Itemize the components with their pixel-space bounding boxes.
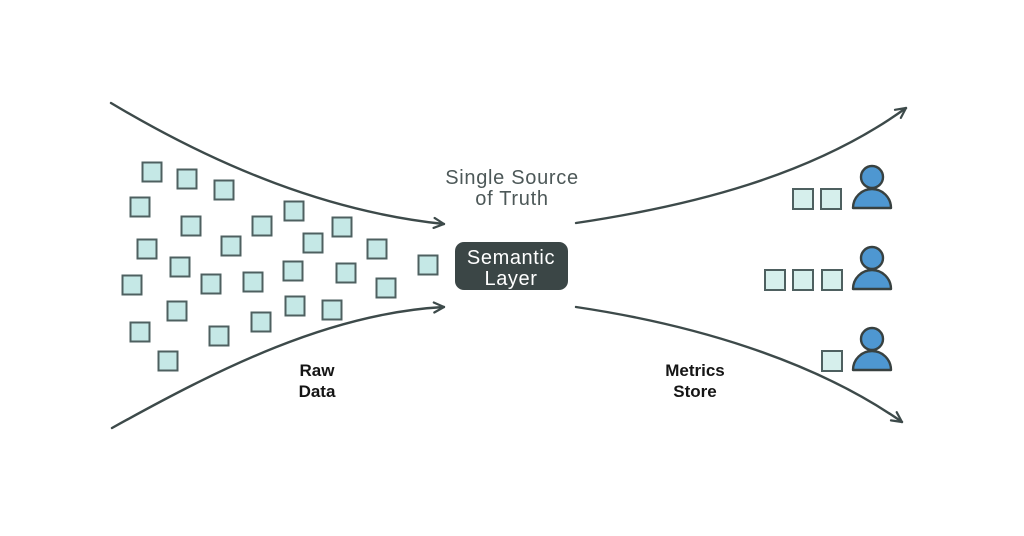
raw-data-label-line1: Raw bbox=[300, 361, 336, 380]
semantic-layer-label-line1: Semantic bbox=[467, 247, 555, 269]
metric-square bbox=[820, 188, 842, 210]
raw-data-square bbox=[176, 168, 198, 190]
consumer-row-3 bbox=[821, 326, 893, 372]
raw-data-square bbox=[208, 325, 230, 347]
metrics-store-label-line2: Store bbox=[673, 382, 716, 401]
person-icon-body bbox=[851, 349, 893, 372]
title-line1: Single Source bbox=[445, 167, 579, 189]
title-line2: of Truth bbox=[475, 188, 548, 210]
raw-data-square bbox=[251, 215, 273, 237]
raw-data-square bbox=[129, 196, 151, 218]
raw-data-square bbox=[213, 179, 235, 201]
inflow-top-arrow bbox=[109, 101, 446, 230]
metrics-store-label: Metrics Store bbox=[665, 361, 725, 401]
raw-data-square bbox=[284, 295, 306, 317]
outflow-top-arrow bbox=[574, 106, 908, 225]
raw-data-square bbox=[250, 311, 272, 333]
metric-consumers bbox=[764, 164, 893, 372]
person-icon bbox=[851, 245, 893, 291]
metrics-store-label-line1: Metrics bbox=[665, 361, 725, 380]
person-icon-head bbox=[859, 326, 885, 352]
raw-data-squares bbox=[121, 161, 439, 372]
raw-data-square bbox=[282, 260, 304, 282]
raw-data-square bbox=[169, 256, 191, 278]
raw-data-square bbox=[129, 321, 151, 343]
flow-curves bbox=[109, 101, 908, 430]
raw-data-square bbox=[331, 216, 353, 238]
person-icon bbox=[851, 164, 893, 210]
metric-square bbox=[821, 269, 843, 291]
person-icon bbox=[851, 326, 893, 372]
metric-square bbox=[792, 188, 814, 210]
raw-data-square bbox=[136, 238, 158, 260]
raw-data-square bbox=[200, 273, 222, 295]
semantic-layer-label-line2: Layer bbox=[484, 268, 537, 290]
raw-data-square bbox=[242, 271, 264, 293]
raw-data-square bbox=[166, 300, 188, 322]
semantic-layer-box: Semantic Layer bbox=[455, 242, 568, 290]
raw-data-square bbox=[121, 274, 143, 296]
person-icon-head bbox=[859, 164, 885, 190]
raw-data-square bbox=[180, 215, 202, 237]
person-icon-head bbox=[859, 245, 885, 271]
consumer-row-1 bbox=[792, 164, 893, 210]
metric-square bbox=[764, 269, 786, 291]
raw-data-square bbox=[157, 350, 179, 372]
person-icon-body bbox=[851, 187, 893, 210]
metric-square bbox=[821, 350, 843, 372]
inflow-bottom-arrow bbox=[110, 301, 446, 430]
metric-square bbox=[792, 269, 814, 291]
raw-data-label: Raw Data bbox=[299, 361, 336, 401]
raw-data-square bbox=[375, 277, 397, 299]
raw-data-label-line2: Data bbox=[299, 382, 336, 401]
raw-data-square bbox=[417, 254, 439, 276]
consumer-row-2 bbox=[764, 245, 893, 291]
raw-data-square bbox=[321, 299, 343, 321]
person-icon-body bbox=[851, 268, 893, 291]
raw-data-square bbox=[220, 235, 242, 257]
semantic-layer-box-rect bbox=[455, 242, 568, 290]
outflow-bottom-arrow bbox=[574, 305, 904, 424]
raw-data-square bbox=[366, 238, 388, 260]
raw-data-square bbox=[302, 232, 324, 254]
raw-data-square bbox=[141, 161, 163, 183]
single-source-of-truth-title: Single Source of Truth bbox=[445, 167, 579, 210]
raw-data-square bbox=[283, 200, 305, 222]
raw-data-square bbox=[335, 262, 357, 284]
